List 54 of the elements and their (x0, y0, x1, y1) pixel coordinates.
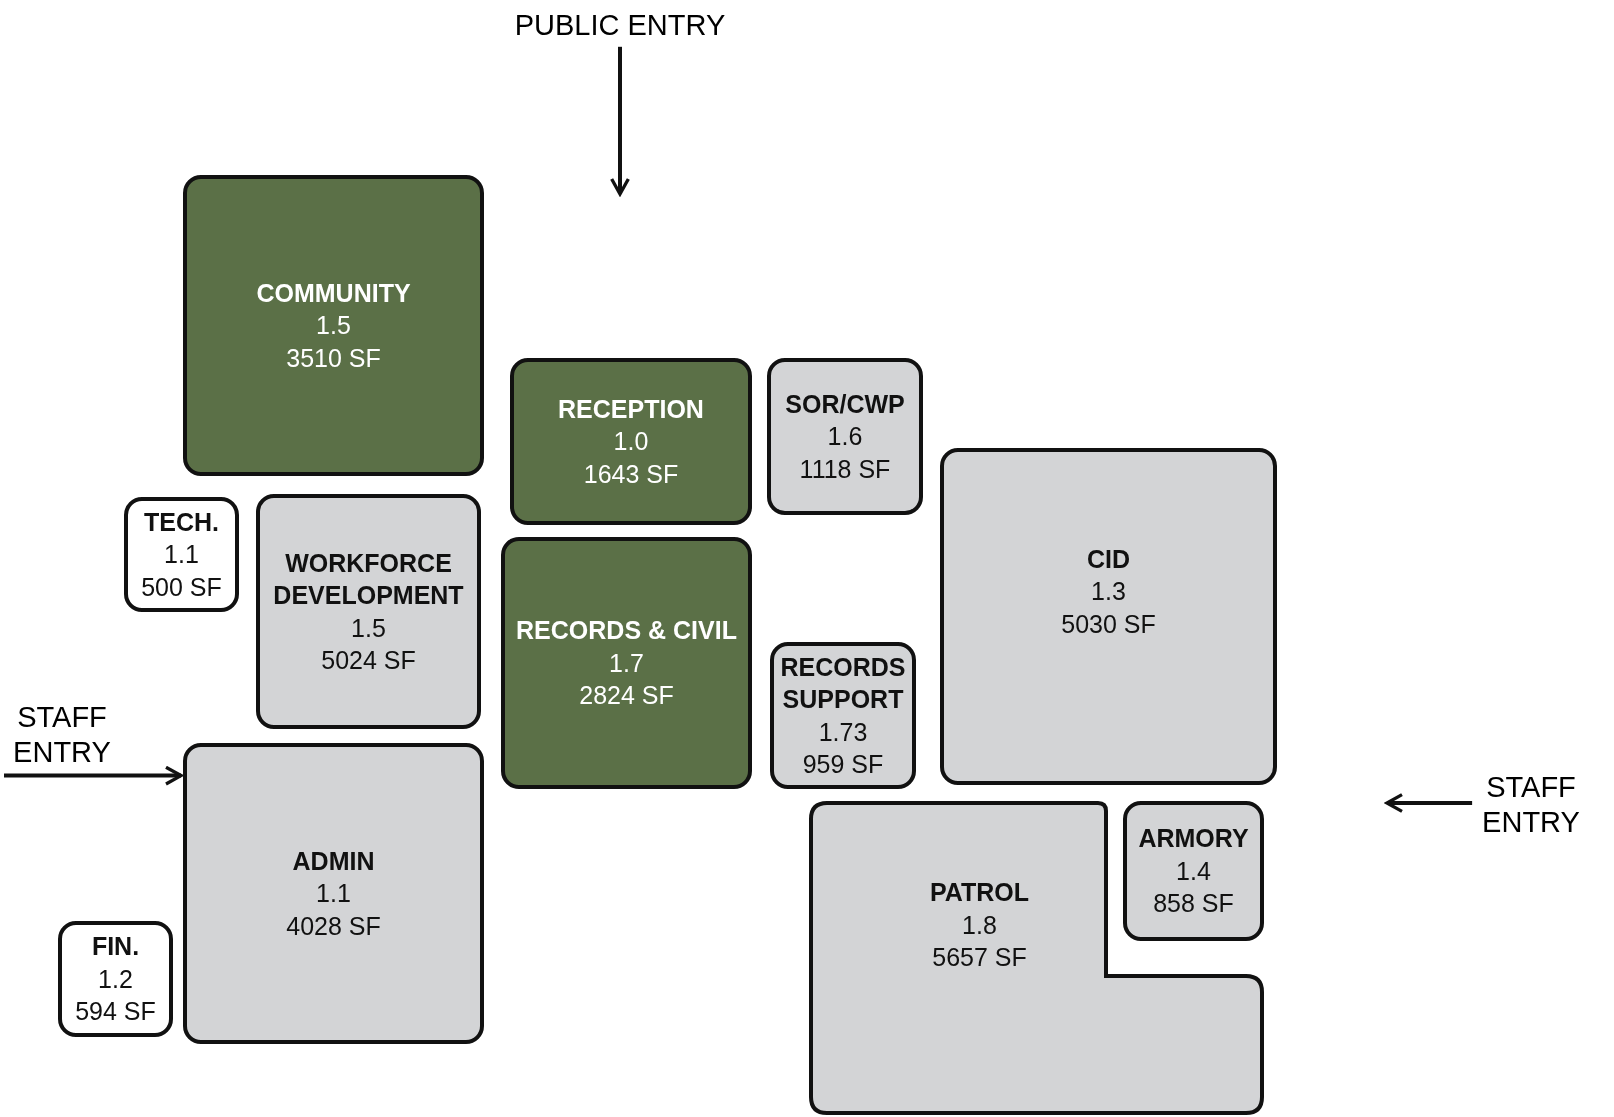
room-number: 1.0 (613, 426, 649, 458)
room-number: 1.5 (351, 612, 386, 644)
room-number: 1.1 (316, 878, 351, 910)
area-label: 959 SF (802, 749, 884, 780)
room-name: CID (1086, 543, 1131, 575)
room-name: PATROL (928, 877, 1031, 908)
room-block (510, 358, 752, 525)
entry-arrow (4, 765, 183, 786)
room-name: FIN. (91, 931, 140, 963)
room-block (183, 175, 484, 476)
entry-label: PUBLIC ENTRY (514, 8, 726, 43)
room-block (58, 921, 173, 1037)
room-name: ADMIN (292, 845, 375, 877)
area-label: 5657 SF (931, 942, 1028, 973)
area-label: 1643 SF (583, 458, 679, 490)
room-block (770, 642, 916, 789)
entry-arrow (610, 46, 630, 196)
room-block (1123, 801, 1264, 941)
room-block (940, 448, 1277, 785)
room-number: 1.7 (609, 647, 644, 679)
room-block (501, 537, 752, 789)
room-block (256, 494, 481, 729)
area-label: 594 SF (75, 996, 156, 1028)
area-label: 500 SF (141, 571, 222, 603)
room-name: TECH. (144, 506, 219, 538)
room-name: RECORDS SUPPORT (779, 651, 907, 715)
room-name: SOR/CWP (785, 388, 905, 420)
area-label: 1118 SF (799, 453, 891, 485)
area-label: 2824 SF (579, 680, 674, 712)
room-name: RECORDS & CIVIL (516, 615, 737, 647)
room-block (124, 497, 239, 612)
room-number: 1.73 (818, 716, 868, 748)
room-name: ARMORY (1138, 823, 1249, 855)
room-number: 1.3 (1091, 576, 1126, 608)
room-number: 1.5 (316, 310, 351, 342)
room-block (767, 358, 923, 515)
room-name: COMMUNITY (256, 277, 411, 309)
area-label: 4028 SF (286, 910, 381, 942)
room-number: 1.1 (164, 539, 199, 571)
room-name: WORKFORCE DEVELOPMENT (272, 547, 465, 611)
room-number: 1.8 (961, 909, 998, 941)
area-label: 858 SF (1153, 888, 1234, 920)
entry-label: STAFF ENTRY (7, 700, 117, 770)
area-label: 5030 SF (1061, 608, 1156, 640)
room-name: RECEPTION (558, 393, 704, 425)
room-block (183, 743, 484, 1044)
area-label: 5024 SF (321, 645, 416, 676)
room-block (809, 801, 1264, 1115)
room-number: 1.6 (827, 421, 863, 453)
entry-label: STAFF ENTRY (1482, 770, 1580, 840)
room-number: 1.4 (1176, 855, 1211, 887)
entry-arrow (1385, 793, 1473, 813)
room-number: 1.2 (98, 963, 133, 995)
area-label: 3510 SF (286, 342, 381, 374)
